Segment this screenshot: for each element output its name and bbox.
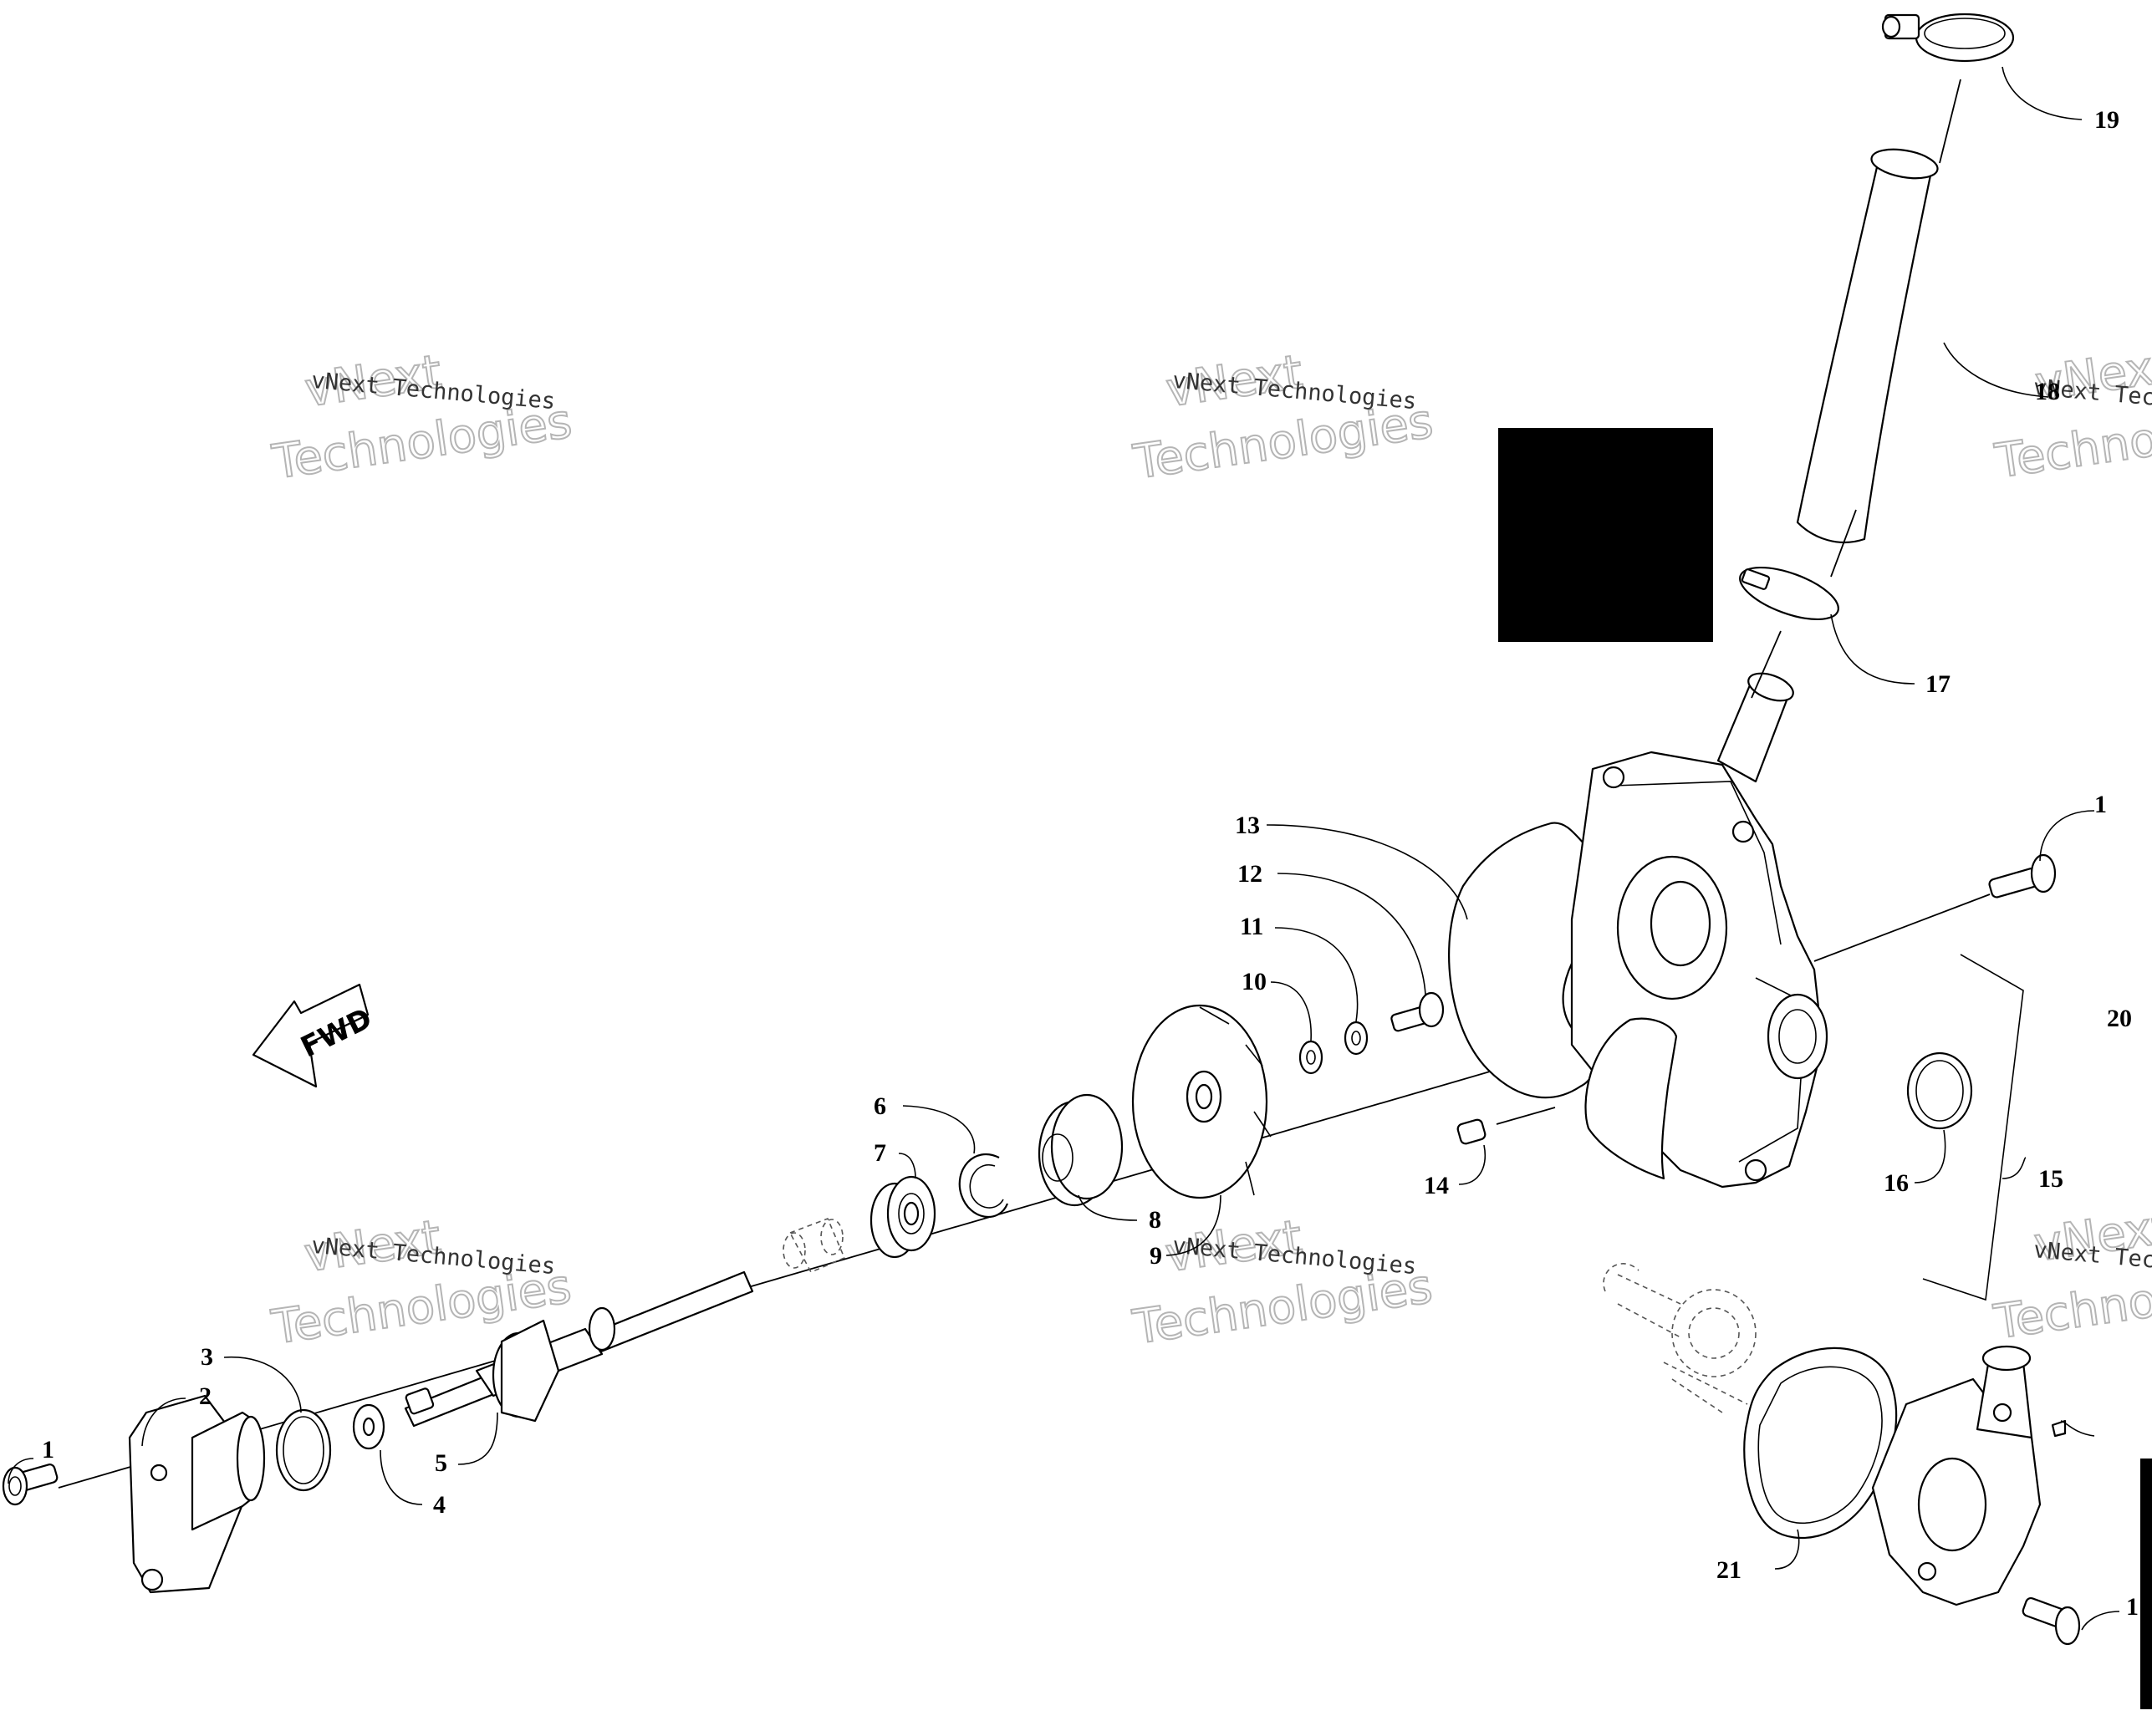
drive-housing bbox=[128, 1394, 266, 1594]
callout-18: 18 bbox=[2035, 378, 2060, 405]
thermostat bbox=[1603, 1263, 1757, 1413]
gasket-21 bbox=[1743, 1347, 1898, 1540]
callout-7: 7 bbox=[874, 1139, 886, 1167]
callout-11: 11 bbox=[1240, 913, 1263, 940]
housing-seal-outline bbox=[1584, 1017, 1678, 1180]
thermostat-housing bbox=[1871, 1345, 2067, 1606]
callout-4: 4 bbox=[433, 1491, 446, 1519]
callout-14: 14 bbox=[1424, 1172, 1449, 1199]
redaction-block bbox=[1498, 428, 1713, 642]
bolt-right-top bbox=[1988, 853, 2057, 899]
dowel-pin bbox=[1456, 1118, 1487, 1145]
callout-1-right-top: 1 bbox=[2094, 791, 2107, 818]
o-ring bbox=[275, 1408, 332, 1492]
callout-3: 3 bbox=[201, 1343, 213, 1371]
washer-10 bbox=[1298, 1040, 1323, 1075]
callout-1: 1 bbox=[42, 1436, 54, 1464]
washer-11 bbox=[1344, 1021, 1369, 1056]
callout-16: 16 bbox=[1884, 1169, 1909, 1197]
callout-13: 13 bbox=[1235, 812, 1260, 839]
callout-9: 9 bbox=[1150, 1242, 1162, 1270]
callout-1-right-bottom: 1 bbox=[2126, 1593, 2139, 1621]
seal-ring-16 bbox=[1906, 1051, 1973, 1130]
bolt-right-bottom bbox=[2022, 1596, 2081, 1646]
leader-lines bbox=[8, 66, 2120, 1631]
callout-2: 2 bbox=[199, 1382, 212, 1410]
bolt-12 bbox=[1390, 991, 1445, 1032]
seal bbox=[1038, 1093, 1124, 1207]
callout-6: 6 bbox=[874, 1092, 886, 1120]
hose-clamp-19 bbox=[1881, 13, 2015, 63]
callout-15: 15 bbox=[2038, 1165, 2063, 1193]
callout-21: 21 bbox=[1716, 1556, 1741, 1584]
drive-shaft-gear bbox=[404, 1270, 754, 1428]
washer bbox=[352, 1403, 385, 1450]
callout-20: 20 bbox=[2107, 1005, 2132, 1032]
hose-18 bbox=[1796, 148, 1939, 543]
hose-clamp-17 bbox=[1739, 566, 1839, 621]
callout-8: 8 bbox=[1149, 1206, 1161, 1234]
callout-19: 19 bbox=[2094, 106, 2119, 134]
spacer bbox=[783, 1217, 846, 1274]
fwd-arrow-icon: FWD bbox=[252, 983, 377, 1088]
callout-12: 12 bbox=[1237, 860, 1262, 888]
snap-ring bbox=[958, 1153, 1009, 1219]
bearing bbox=[869, 1175, 936, 1259]
redaction-block-edge bbox=[2140, 1459, 2152, 1709]
callout-labels: 1 2 3 4 5 6 7 8 9 10 11 12 13 14 15 16 1… bbox=[42, 106, 2139, 1621]
callout-5: 5 bbox=[435, 1449, 447, 1477]
impeller bbox=[1131, 1004, 1272, 1199]
callout-10: 10 bbox=[1242, 968, 1267, 995]
callout-17: 17 bbox=[1925, 670, 1951, 698]
